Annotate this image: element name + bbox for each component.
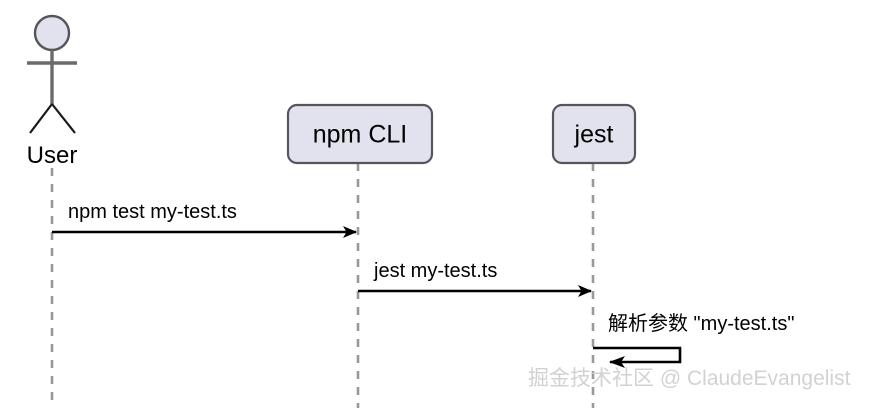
participant-jest-label: jest [574,121,614,149]
message-parse-args-self[interactable]: 解析参数 "my-test.ts" [593,312,794,368]
actor-leg-left [29,103,53,134]
message-parse-args-self-label: 解析参数 "my-test.ts" [608,312,794,335]
message-npm-test[interactable]: npm test my-test.ts [52,201,357,238]
participant-jest[interactable]: jest [551,103,637,165]
lifelines [50,163,595,408]
message-jest-run[interactable]: jest my-test.ts [358,260,592,297]
participant-npm-cli-label: npm CLI [313,121,407,149]
participant-npm-cli-box [286,103,434,165]
actor-user-label: User [27,142,78,169]
actor-user[interactable]: User [27,14,78,169]
participant-jest-box [551,103,637,165]
message-npm-test-label: npm test my-test.ts [68,201,237,223]
watermark: 掘金技术社区 @ ClaudeEvangelist [528,367,851,390]
actor-leg-right [51,103,76,134]
message-jest-run-label: jest my-test.ts [373,260,497,282]
actor-head-icon [33,14,71,52]
message-parse-args-self-loop [593,346,682,368]
participant-npm-cli[interactable]: npm CLI [286,103,434,165]
